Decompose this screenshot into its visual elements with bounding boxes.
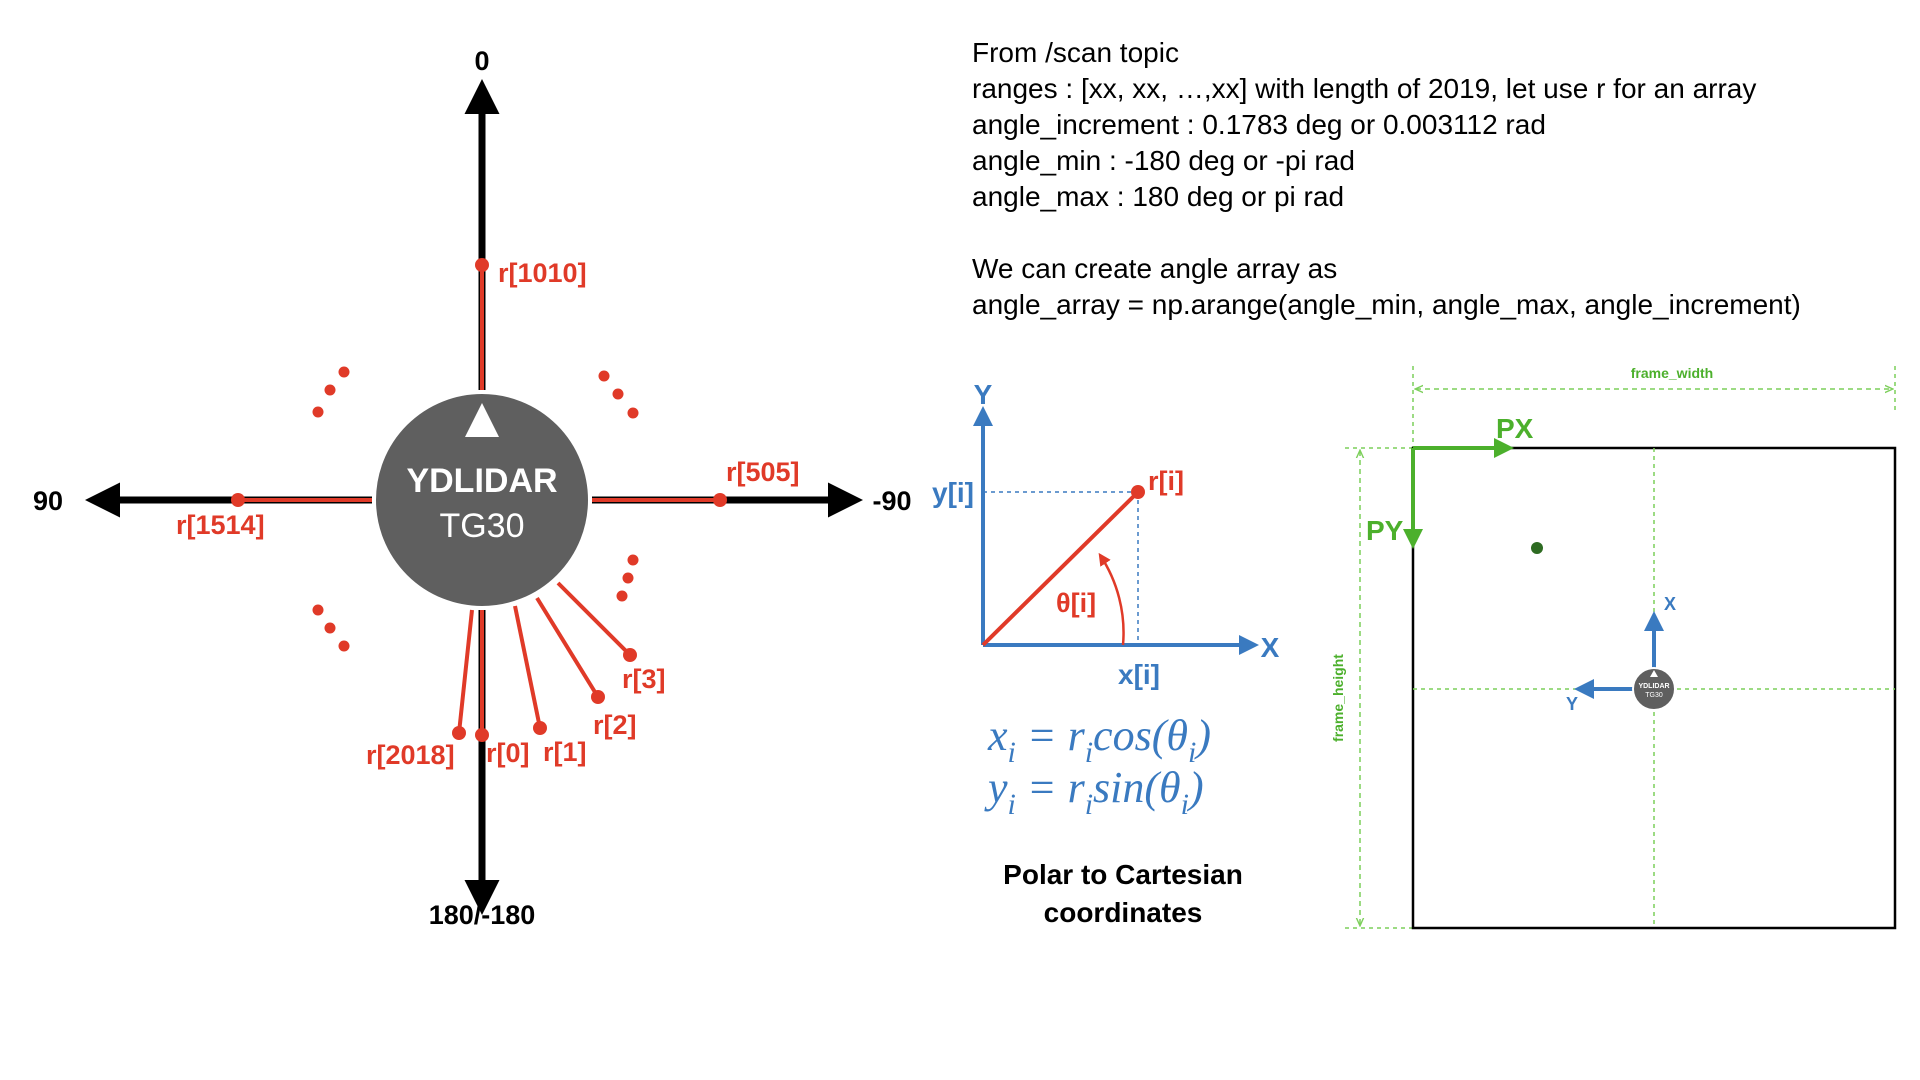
- label-r3: r[3]: [622, 664, 666, 694]
- label-r2: r[2]: [593, 710, 637, 740]
- info-line-4: angle_min : -180 deg or -pi rad: [972, 145, 1355, 176]
- ray-r2018: [457, 609, 474, 734]
- dot: [312, 406, 324, 418]
- ray-r1: [513, 605, 542, 729]
- label-theta-i: θ[i]: [1056, 588, 1096, 618]
- axis-label-top: 0: [474, 46, 489, 76]
- detected-point: [1531, 542, 1543, 554]
- lidar-heading-triangle: [465, 403, 499, 437]
- label-r0: r[0]: [486, 738, 530, 768]
- label-r505: r[505]: [726, 457, 800, 487]
- robot-y-label: Y: [1566, 694, 1578, 714]
- dot: [338, 366, 350, 378]
- frame-height-label: frame_height: [1330, 654, 1346, 742]
- label-r1514: r[1514]: [176, 510, 265, 540]
- dot: [627, 407, 639, 419]
- dot: [612, 388, 624, 400]
- lidar-name-line2: TG30: [439, 507, 524, 545]
- ray-r3: [556, 581, 632, 657]
- point-r2: [591, 690, 605, 704]
- frame-width-label: frame_width: [1631, 365, 1713, 381]
- caption-line2: coordinates: [1044, 897, 1203, 928]
- point-r2018: [452, 726, 466, 740]
- axis-label-right: -90: [872, 486, 911, 516]
- polar-x-axis-label: X: [1261, 632, 1280, 663]
- ray-r2: [535, 596, 600, 699]
- point-r1: [533, 721, 547, 735]
- dot: [622, 572, 634, 584]
- radius-endpoint: [1131, 485, 1145, 499]
- label-y-i: y[i]: [932, 477, 974, 508]
- range-labels: r[1010] r[505] r[1514] r[2018] r[0] r[1]…: [176, 258, 800, 770]
- ellipsis-dots: [312, 366, 639, 652]
- dot: [598, 370, 610, 382]
- axis-label-left: 90: [33, 486, 63, 516]
- range-rays: [238, 265, 720, 735]
- mini-lidar-line1: YDLIDAR: [1638, 683, 1669, 690]
- info-line-3: angle_increment : 0.1783 deg or 0.003112…: [972, 109, 1546, 140]
- image-frame-diagram: frame_width frame_height PX PY X Y YDLID…: [1330, 365, 1897, 930]
- dot: [312, 604, 324, 616]
- pixel-x-label: PX: [1496, 413, 1534, 444]
- dot: [627, 554, 639, 566]
- axis-label-bottom: 180/-180: [429, 900, 536, 930]
- label-r-i: r[i]: [1148, 466, 1184, 496]
- point-r505: [713, 493, 727, 507]
- label-r1: r[1]: [543, 737, 587, 767]
- point-r3: [623, 648, 637, 662]
- dot: [324, 384, 336, 396]
- point-r1010: [475, 258, 489, 272]
- info-line-8: angle_array = np.arange(angle_min, angle…: [972, 289, 1801, 320]
- lidar-diagram: YDLIDAR TG30 0 90 -90 180/-180 r[1010] r…: [33, 46, 912, 930]
- robot-x-label: X: [1664, 594, 1676, 614]
- mini-lidar-line2: TG30: [1645, 692, 1663, 699]
- formula-y: yi = risin(θi): [984, 763, 1204, 821]
- formula-x: xi = ricos(θi): [987, 711, 1211, 769]
- mini-lidar-heading-triangle: [1650, 670, 1658, 677]
- scan-info: From /scan topic ranges : [xx, xx, …,xx]…: [972, 37, 1801, 320]
- range-points: [231, 258, 727, 742]
- pixel-y-label: PY: [1366, 515, 1404, 546]
- lidar-name-line1: YDLIDAR: [406, 462, 557, 500]
- polar-y-axis-label: Y: [974, 379, 993, 410]
- point-r0: [475, 728, 489, 742]
- caption-line1: Polar to Cartesian: [1003, 859, 1243, 890]
- dot: [338, 640, 350, 652]
- label-x-i: x[i]: [1118, 659, 1160, 690]
- theta-arc: [1098, 552, 1125, 646]
- info-line-5: angle_max : 180 deg or pi rad: [972, 181, 1344, 212]
- label-r2018: r[2018]: [366, 740, 455, 770]
- info-line-7: We can create angle array as: [972, 253, 1337, 284]
- lidar-body: [372, 390, 592, 610]
- dot: [324, 622, 336, 634]
- info-line-2: ranges : [xx, xx, …,xx] with length of 2…: [972, 73, 1756, 104]
- radius-vector: [981, 490, 1140, 647]
- info-line-1: From /scan topic: [972, 37, 1179, 68]
- label-r1010: r[1010]: [498, 258, 587, 288]
- point-r1514: [231, 493, 245, 507]
- mini-lidar-body: [1632, 667, 1676, 711]
- polar-diagram: Y X y[i] x[i] r[i] θ[i] xi = ricos(θi) y…: [932, 379, 1280, 928]
- dot: [616, 590, 628, 602]
